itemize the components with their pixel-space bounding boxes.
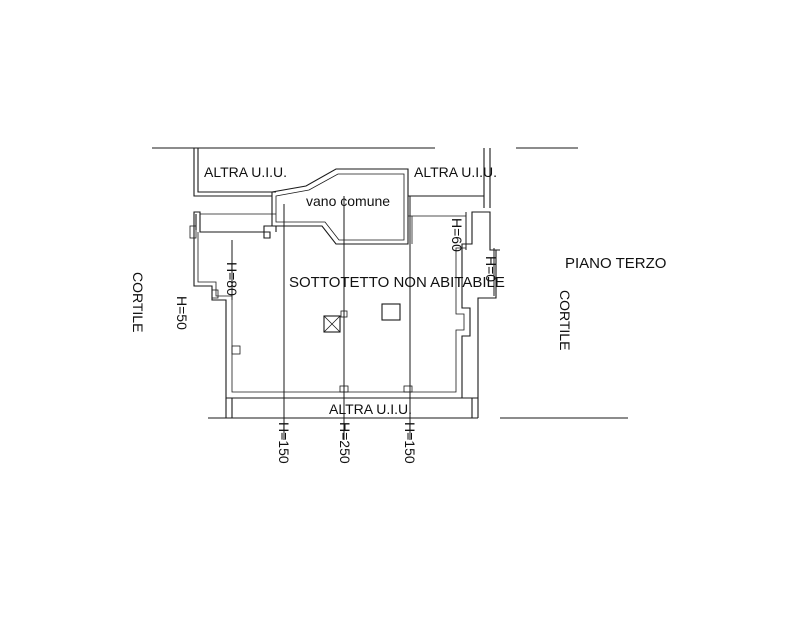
height-lines xyxy=(231,196,500,440)
vano-comune-label: vano comune xyxy=(306,193,390,209)
height-label-60: H=60 xyxy=(449,218,465,252)
height-label-150-left: H=150 xyxy=(276,422,292,464)
wall-notches xyxy=(189,225,413,393)
altra-uiu-bottom-outline xyxy=(225,397,479,418)
height-label-250: H=250 xyxy=(337,422,353,464)
chimney-symbol xyxy=(381,303,401,321)
vano-comune-outline xyxy=(271,168,409,245)
cortile-right-label: CORTILE xyxy=(557,290,573,350)
altra-uiu-right-outline xyxy=(408,148,491,208)
cortile-left-label: CORTILE xyxy=(130,272,146,332)
height-label-80: H=80 xyxy=(224,262,240,296)
altra-uiu-left-label: ALTRA U.I.U. xyxy=(204,164,287,180)
sottotetto-label: SOTTOTETTO NON ABITABILE xyxy=(289,274,505,291)
height-label-150-right: H=150 xyxy=(402,422,418,464)
height-label-0: H=0 xyxy=(483,256,499,282)
altra-uiu-bottom-label: ALTRA U.I.U. xyxy=(329,401,412,417)
piano-terzo-label: PIANO TERZO xyxy=(565,255,666,272)
altra-uiu-left-outline xyxy=(193,148,276,197)
altra-uiu-right-label: ALTRA U.I.U. xyxy=(414,164,497,180)
skylight-symbol xyxy=(323,310,348,333)
height-label-50: H=50 xyxy=(174,296,190,330)
attic-inner-walls xyxy=(197,213,467,393)
